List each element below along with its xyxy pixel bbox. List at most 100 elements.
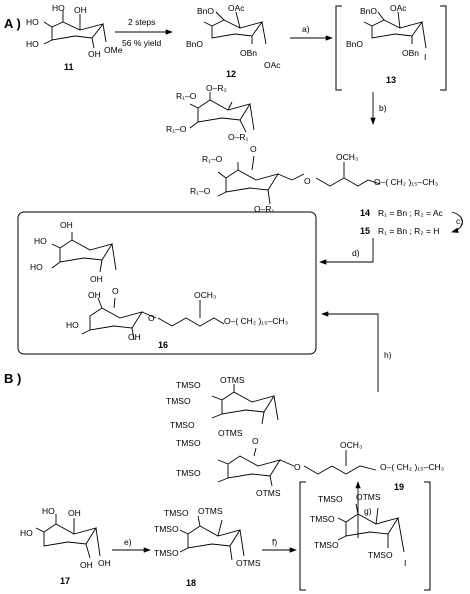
bno-label: BnO xyxy=(186,39,203,49)
ether-o-label: O xyxy=(304,176,311,186)
sugar-ring-upper xyxy=(197,99,251,123)
arrow-condition: e) xyxy=(124,537,132,547)
tmso-label: TMSO xyxy=(368,550,393,560)
otms-label: OTMS xyxy=(198,506,223,516)
compound-14-15: R₁–O O–R₂ R₁–O O–R₁ O R₁–O R₁–O O–R₁ O O… xyxy=(166,83,444,236)
substituent-label: O–R₂ xyxy=(206,83,227,93)
glycosidic-o-label: O xyxy=(112,286,119,296)
compound-number: 11 xyxy=(64,62,74,72)
substituent-label: O–R₁ xyxy=(228,132,248,142)
arrow-h xyxy=(321,311,379,392)
compound-number: 14 xyxy=(360,208,370,218)
arrow-condition: 56 % yield xyxy=(122,38,161,48)
substituent-label: R₁–O xyxy=(166,124,187,134)
compound-number: 19 xyxy=(394,482,404,492)
arrow-condition: a) xyxy=(302,24,310,34)
compound-12: BnO OAc BnO OBn OAc 12 xyxy=(186,3,281,79)
oh-label: OH xyxy=(60,220,73,230)
arrow-d xyxy=(319,238,374,265)
compound-16: OH HO HO OH O OH HO O OCH₃ O–( CH₂ )₁₅–C… xyxy=(30,220,288,350)
ome-label: OMe xyxy=(104,45,123,55)
tmso-label: TMSO xyxy=(170,420,195,430)
bno-label: BnO xyxy=(346,39,363,49)
obn-label: OBn xyxy=(240,48,257,58)
oh-label: OH xyxy=(88,290,101,300)
ether-o-label: O xyxy=(294,462,301,472)
ether-o-label: O xyxy=(148,313,155,323)
otms-label: OTMS xyxy=(218,428,243,438)
methoxy-label: OCH₃ xyxy=(340,440,362,450)
oh-label: OH xyxy=(98,558,111,568)
bracket-left xyxy=(335,5,342,91)
oh-label: OH xyxy=(128,332,141,342)
substituent-label: R₁–O xyxy=(202,154,223,164)
r-group-definition: R₁ = Bn ; R₂ = H xyxy=(378,226,439,236)
alkyl-chain-label: O–( CH₂ )₁₅–CH₃ xyxy=(224,316,288,326)
arrow-condition: 2 steps xyxy=(128,17,155,27)
sugar-ring-lower xyxy=(227,455,281,479)
arrow-condition: c) xyxy=(456,216,463,226)
tmso-label: TMSO xyxy=(154,524,179,534)
bno-label: BnO xyxy=(360,6,377,16)
bno-label: BnO xyxy=(197,6,214,16)
compound-18: TMSO OTMS TMSO TMSO OTMS 18 xyxy=(154,506,261,588)
oh-label: OH xyxy=(88,49,101,59)
oac-label: OAc xyxy=(228,3,245,13)
tmso-label: TMSO xyxy=(164,508,189,518)
iodo-label: I xyxy=(404,558,406,568)
sugar-ring-lower xyxy=(225,169,279,193)
ho-label: HO xyxy=(42,506,55,516)
alkyl-chain-label: O–( CH₂ )₁₅–CH₃ xyxy=(380,462,444,472)
oh-label: OH xyxy=(74,5,87,15)
tmso-label: TMSO xyxy=(166,396,191,406)
sugar-ring xyxy=(43,523,97,547)
bracket-right xyxy=(440,5,447,91)
compound-17: HO OH HO OH OH 17 xyxy=(20,506,111,586)
methoxy-label: OCH₃ xyxy=(336,152,358,162)
r-group-definition: R₁ = Bn ; R₂ = Ac xyxy=(378,208,444,218)
substituent-label: R₁–O xyxy=(190,186,211,196)
tmso-label: TMSO xyxy=(176,380,201,390)
otms-label: OTMS xyxy=(256,488,281,498)
section-a-label: A ) xyxy=(4,16,21,31)
arrow-condition: f) xyxy=(272,537,277,547)
otms-label: OTMS xyxy=(236,558,261,568)
compound-number: 15 xyxy=(360,226,370,236)
bracket-left xyxy=(299,481,306,591)
sugar-ring xyxy=(345,513,399,537)
otms-label: OTMS xyxy=(356,492,381,502)
obn-label: OBn xyxy=(402,48,419,58)
tmso-label: TMSO xyxy=(176,468,201,478)
oh-label: OH xyxy=(68,508,81,518)
compound-number: 13 xyxy=(386,75,396,85)
bracket-right xyxy=(424,481,431,591)
sugar-ring-upper xyxy=(221,391,275,415)
compound-number: 16 xyxy=(158,340,168,350)
compound-13: BnO OAc BnO OBn I 13 xyxy=(335,3,447,91)
ho-label: HO xyxy=(30,262,43,272)
alkyl-chain-label: O–( CH₂ )₁₅–CH₃ xyxy=(374,177,438,187)
ho-label: HO xyxy=(52,3,65,13)
ho-label: HO xyxy=(66,320,79,330)
sugar-ring xyxy=(371,19,424,39)
glycosidic-o-label: O xyxy=(250,144,257,154)
section-b-label: B ) xyxy=(4,371,21,386)
arrow-condition: g) xyxy=(364,506,372,516)
arrow-condition: d) xyxy=(352,248,360,258)
product-box xyxy=(17,211,317,355)
iodo-label: I xyxy=(424,52,426,62)
arrow-condition: h) xyxy=(384,350,392,360)
glycosidic-o-label: O xyxy=(252,436,259,446)
compound-11: HO OH HO HO OH OMe 11 xyxy=(26,3,123,72)
ho-label: HO xyxy=(26,17,39,27)
sugar-ring-lower xyxy=(89,307,143,331)
methoxy-label: OCH₃ xyxy=(194,290,216,300)
otms-label: OTMS xyxy=(220,375,245,385)
substituent-label: O–R₁ xyxy=(254,204,274,214)
ho-label: HO xyxy=(20,528,33,538)
compound-number: 12 xyxy=(226,69,236,79)
arrow-condition: b) xyxy=(379,103,387,113)
compound-number: 17 xyxy=(60,576,70,586)
oac-label: OAc xyxy=(390,3,407,13)
